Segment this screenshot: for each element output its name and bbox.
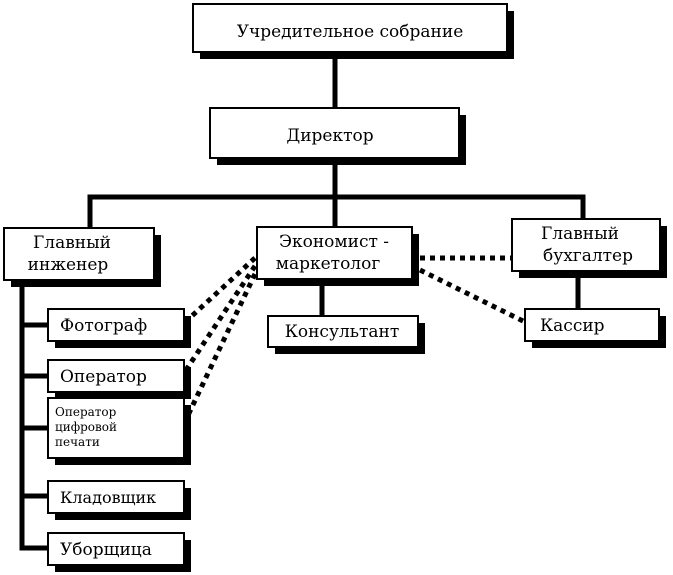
node-director-label: Директор <box>286 126 373 146</box>
node-director: Директор <box>209 107 466 165</box>
node-chief-engineer-line1: Главный <box>33 233 111 253</box>
node-storekeeper-label: Кладовщик <box>60 488 156 507</box>
node-box <box>47 480 185 514</box>
node-chief-engineer-line2: инженер <box>28 255 109 275</box>
node-chief-accountant: Главный бухгалтер <box>511 218 667 278</box>
node-cashier-label: Кассир <box>540 316 605 336</box>
node-economist-line1: Экономист - <box>279 232 389 252</box>
node-consultant-label: Консультант <box>285 322 400 342</box>
node-chief-accountant-line2: бухгалтер <box>543 246 633 266</box>
node-box <box>47 308 185 342</box>
node-operator: Оператор <box>47 359 191 399</box>
node-founders-label: Учредительное собрание <box>237 22 464 42</box>
node-digital-operator-line1: Оператор <box>55 405 117 419</box>
node-box <box>3 227 155 281</box>
node-chief-accountant-line1: Главный <box>541 224 619 244</box>
node-box <box>47 532 185 566</box>
node-box <box>47 397 185 459</box>
dotted-economist-digital-operator <box>179 272 258 430</box>
node-box <box>209 107 460 159</box>
node-box <box>267 315 419 348</box>
dotted-economist-cashier <box>418 267 527 325</box>
node-box <box>192 3 508 53</box>
node-cleaner-label: Уборщица <box>60 540 152 560</box>
node-box <box>511 218 661 272</box>
node-storekeeper: Кладовщик <box>47 480 191 520</box>
node-founders: Учредительное собрание <box>192 3 514 59</box>
dotted-connectors <box>179 255 527 430</box>
node-photographer-label: Фотограф <box>60 316 147 336</box>
node-digital-operator-line2: цифровой <box>55 420 117 434</box>
node-consultant: Консультант <box>267 315 425 354</box>
node-box <box>256 226 413 280</box>
dotted-economist-operator <box>179 264 258 378</box>
solid-connectors <box>19 52 586 551</box>
node-digital-operator-line3: печати <box>55 435 100 449</box>
node-digital-operator: Оператор цифровой печати <box>47 397 191 465</box>
node-box <box>524 308 660 342</box>
node-photographer: Фотограф <box>47 308 191 348</box>
node-economist-line2: маркетолог <box>276 254 381 274</box>
node-cashier: Кассир <box>524 308 666 348</box>
node-operator-label: Оператор <box>60 367 147 387</box>
node-cleaner: Уборщица <box>47 532 191 572</box>
node-box <box>47 359 185 393</box>
dotted-economist-photographer <box>180 256 257 327</box>
node-economist: Экономист - маркетолог <box>256 226 419 286</box>
node-chief-engineer: Главный инженер <box>3 227 161 287</box>
